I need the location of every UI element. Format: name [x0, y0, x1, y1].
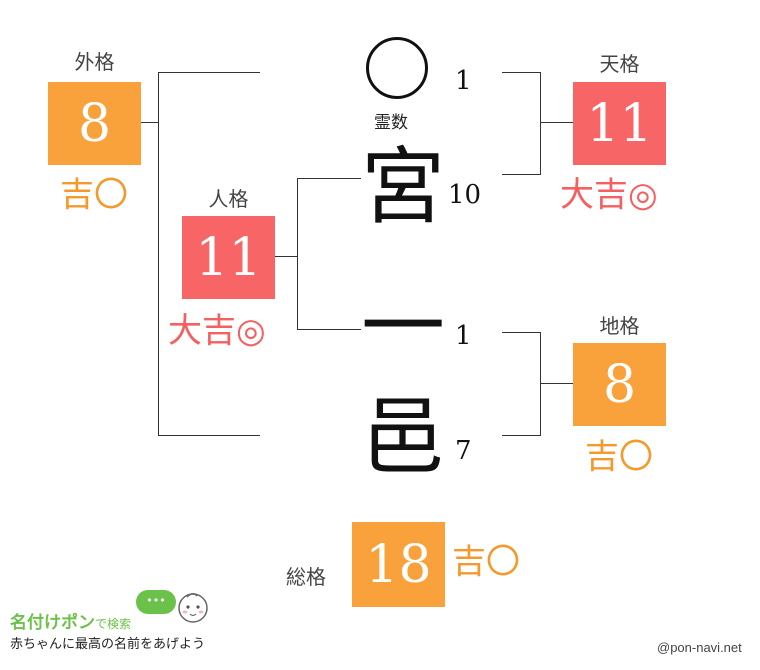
chikaku-connector [540, 383, 573, 384]
stroke-count-3: 1 [455, 321, 472, 351]
site-credit: @pon-navi.net [657, 640, 742, 655]
name-char-3: 一 [360, 278, 445, 376]
chikaku-bracket-bottom [502, 435, 540, 436]
tenkaku-bracket-vertical [540, 72, 541, 175]
jinkaku-bracket-top [297, 178, 361, 179]
tenkaku-bracket-bottom [502, 174, 540, 175]
name-char-4: 邑 [360, 388, 445, 486]
gaikaku-connector [140, 122, 159, 123]
stroke-count-1: 1 [455, 66, 472, 96]
soukaku-value-box: 18 [352, 522, 445, 607]
gaikaku-fortune: 吉〇 [60, 175, 128, 215]
stroke-count-4: 7 [455, 436, 472, 466]
tenkaku-label: 天格 [599, 52, 640, 76]
gaikaku-bracket-top [158, 72, 260, 73]
jinkaku-fortune: 大吉◎ [168, 311, 266, 351]
chikaku-label: 地格 [599, 314, 640, 338]
speech-bubble-dots: ••• [146, 594, 166, 607]
gaikaku-label: 外格 [74, 50, 115, 74]
soukaku-label: 総格 [286, 565, 326, 589]
name-char-1 [362, 35, 440, 105]
chikaku-bracket-vertical [540, 332, 541, 436]
brand-main: 名付けポン [10, 613, 95, 633]
jinkaku-value-box: 11 [182, 216, 275, 299]
brand-tagline: 赤ちゃんに最高の名前をあげよう [10, 637, 206, 652]
brand-sub: で検索 [95, 617, 132, 631]
gaikaku-bracket-vertical [158, 72, 159, 436]
jinkaku-label: 人格 [208, 187, 249, 211]
empty-circle-icon [366, 37, 428, 99]
reisu-note: 霊数 [374, 113, 408, 133]
name-char-2: 宮 [360, 138, 445, 236]
chikaku-fortune: 吉〇 [585, 437, 653, 477]
jinkaku-bracket-vertical [297, 178, 298, 330]
baby-face-icon [176, 590, 210, 624]
chikaku-bracket-top [502, 332, 540, 333]
jinkaku-connector [275, 256, 298, 257]
gaikaku-bracket-bottom [158, 435, 260, 436]
chikaku-value-box: 8 [573, 343, 666, 426]
brand-logo[interactable]: ••• 名付けポンで検索 赤ちゃんに最高の名前をあげよう [10, 590, 220, 652]
gaikaku-value-box: 8 [48, 82, 141, 165]
tenkaku-fortune: 大吉◎ [560, 175, 658, 215]
tenkaku-value-box: 11 [573, 82, 666, 165]
tenkaku-connector [540, 122, 573, 123]
tenkaku-bracket-top [502, 72, 540, 73]
jinkaku-bracket-bottom [297, 329, 361, 330]
soukaku-fortune: 吉〇 [452, 542, 520, 582]
brand-name: 名付けポンで検索 [10, 608, 131, 633]
stroke-count-2: 10 [448, 180, 482, 210]
speech-bubble-icon: ••• [136, 590, 176, 614]
